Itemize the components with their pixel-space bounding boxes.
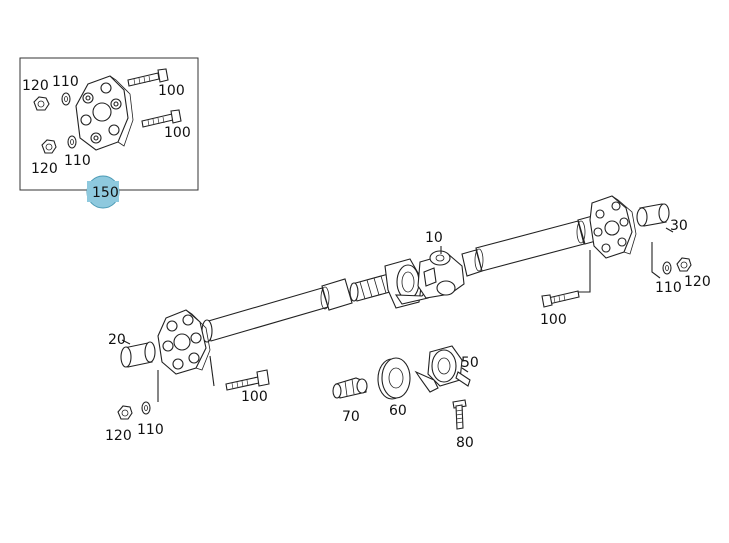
label-110-inset-bottom[interactable]: 110 bbox=[64, 153, 91, 169]
part-80-bolt bbox=[452, 399, 467, 430]
label-100-inset-top[interactable]: 100 bbox=[158, 83, 185, 99]
front-bolt-100 bbox=[225, 369, 270, 391]
leader-lines bbox=[121, 227, 674, 402]
front-washer-nut bbox=[117, 401, 151, 420]
label-30[interactable]: 30 bbox=[670, 218, 688, 234]
center-bearing-bracket bbox=[384, 258, 439, 309]
part-50-center-support bbox=[414, 345, 471, 393]
label-110-inset-top[interactable]: 110 bbox=[52, 74, 79, 90]
label-60[interactable]: 60 bbox=[389, 403, 407, 419]
label-110-right[interactable]: 110 bbox=[655, 280, 682, 296]
rear-flex-disc bbox=[589, 195, 637, 259]
label-10[interactable]: 10 bbox=[425, 230, 443, 246]
label-100-right[interactable]: 100 bbox=[540, 312, 567, 328]
part-20-centering-sleeve bbox=[120, 341, 156, 368]
inset-bolt-top bbox=[127, 68, 169, 87]
inset-nut-bottom bbox=[41, 139, 57, 154]
callout-150[interactable]: 150 bbox=[86, 175, 120, 209]
label-100-left[interactable]: 100 bbox=[241, 389, 268, 405]
rear-washer-nut bbox=[662, 257, 692, 275]
label-120-inset-bottom[interactable]: 120 bbox=[31, 161, 58, 177]
label-120-left[interactable]: 120 bbox=[105, 428, 132, 444]
inset-nut-top bbox=[33, 96, 50, 111]
inset-washer-bottom bbox=[67, 135, 77, 149]
label-20[interactable]: 20 bbox=[108, 332, 126, 348]
propeller-shaft bbox=[201, 214, 604, 343]
label-50[interactable]: 50 bbox=[461, 355, 479, 371]
front-flex-disc bbox=[157, 309, 211, 375]
part-60-bearing bbox=[377, 357, 411, 400]
universal-joint bbox=[417, 250, 465, 299]
label-80[interactable]: 80 bbox=[456, 435, 474, 451]
rear-bolt-100 bbox=[541, 290, 580, 308]
flex-disc-kit-inset: 120 110 100 100 120 110 bbox=[19, 57, 199, 191]
label-70[interactable]: 70 bbox=[342, 409, 360, 425]
inset-flex-disc bbox=[75, 75, 134, 151]
part-30-centering-sleeve bbox=[636, 203, 670, 227]
inset-washer-top bbox=[61, 92, 71, 106]
inset-bolt-mid bbox=[141, 109, 182, 128]
label-120-inset-top[interactable]: 120 bbox=[22, 78, 49, 94]
part-70-boot bbox=[332, 377, 368, 399]
label-120-right[interactable]: 120 bbox=[684, 274, 711, 290]
label-150[interactable]: 150 bbox=[92, 185, 119, 201]
label-110-left[interactable]: 110 bbox=[137, 422, 164, 438]
label-100-inset-mid[interactable]: 100 bbox=[164, 125, 191, 141]
